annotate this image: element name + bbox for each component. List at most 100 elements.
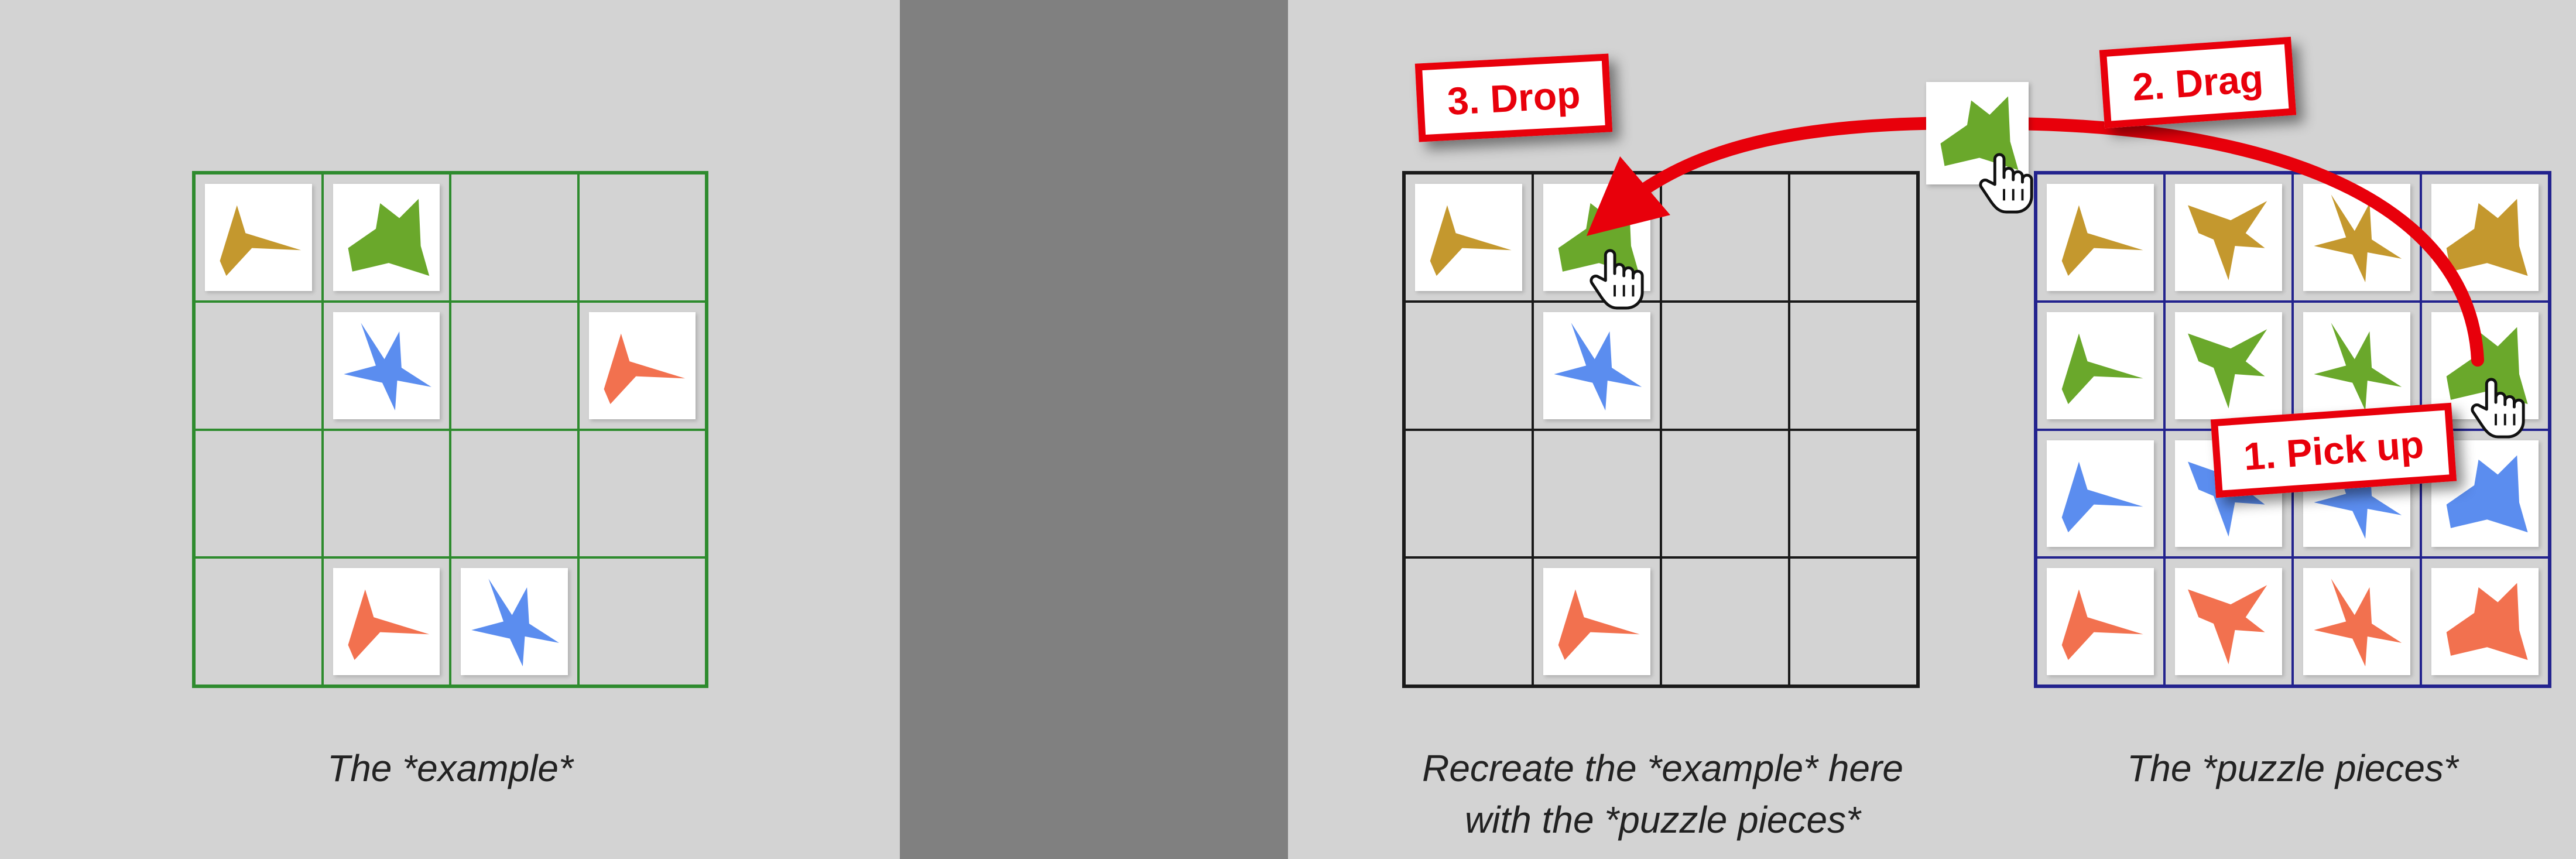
grid-cell[interactable] <box>2421 173 2549 302</box>
grid-cell[interactable] <box>2036 429 2164 558</box>
puzzle-piece-gold-branch[interactable] <box>2303 184 2410 291</box>
pieces-caption: The *puzzle pieces* <box>2127 747 2458 789</box>
green-blob-shape-icon <box>2446 327 2528 404</box>
gold-branch-shape-icon <box>2314 194 2402 283</box>
grid-cell[interactable] <box>322 557 450 686</box>
grid-cell[interactable] <box>578 301 706 430</box>
grid-cell[interactable] <box>1661 429 1789 558</box>
puzzle-piece-gold-arrow[interactable] <box>2047 184 2154 291</box>
workspace-grid[interactable] <box>1402 171 1920 688</box>
hand-pointer-icon <box>1587 246 1645 310</box>
gold-spiky-shape-icon <box>2188 201 2267 280</box>
grid-cell[interactable] <box>450 173 578 302</box>
grid-cell[interactable] <box>2164 557 2293 686</box>
grid-cell[interactable] <box>322 173 450 302</box>
orange-arrow-shape-icon <box>2061 589 2143 660</box>
grid-cell[interactable] <box>1405 173 1533 302</box>
puzzle-piece-orange-arrow[interactable] <box>2047 568 2154 675</box>
hand-pointer-icon <box>2468 375 2526 439</box>
grid-cell[interactable] <box>194 173 323 302</box>
puzzle-piece-blue-branch <box>333 312 440 419</box>
gold-arrow-shape-icon <box>220 205 302 276</box>
panel-divider <box>900 0 1288 859</box>
blue-branch-shape-icon <box>2314 450 2402 539</box>
grid-cell[interactable] <box>2036 173 2164 302</box>
puzzle-piece-blue-blob[interactable] <box>2431 440 2539 547</box>
step-drop-label: 3. Drop <box>1414 53 1613 142</box>
grid-cell[interactable] <box>1533 429 1661 558</box>
grid-cell[interactable] <box>1789 557 1917 686</box>
puzzle-piece-gold-arrow[interactable] <box>1415 184 1522 291</box>
gold-blob-shape-icon <box>2446 199 2528 276</box>
grid-cell[interactable] <box>1533 557 1661 686</box>
green-branch-shape-icon <box>2314 323 2402 410</box>
puzzle-piece-gold-spiky[interactable] <box>2175 184 2282 291</box>
grid-cell[interactable] <box>578 557 706 686</box>
puzzle-piece-green-spiky[interactable] <box>2175 312 2282 419</box>
orange-spiky-shape-icon <box>2188 585 2267 665</box>
grid-cell[interactable] <box>1405 429 1533 558</box>
grid-cell[interactable] <box>194 301 323 430</box>
step-pickup-label: 1. Pick up <box>2210 402 2457 498</box>
workspace-caption-line-1: Recreate the *example* here <box>1422 747 1903 789</box>
grid-cell[interactable] <box>2293 557 2421 686</box>
grid-cell[interactable] <box>2164 173 2293 302</box>
puzzle-piece-green-branch[interactable] <box>2303 312 2410 419</box>
workspace-caption: Recreate the *example* here with the *pu… <box>1364 742 1961 846</box>
example-grid <box>192 171 708 688</box>
workspace-caption-line-2: with the *puzzle pieces* <box>1465 799 1861 841</box>
puzzle-piece-blue-branch <box>461 568 568 675</box>
grid-cell[interactable] <box>1405 301 1533 430</box>
puzzle-piece-orange-blob[interactable] <box>2431 568 2539 675</box>
puzzle-piece-blue-branch[interactable] <box>1543 312 1650 419</box>
blue-branch-shape-icon <box>471 579 559 667</box>
puzzle-piece-orange-spiky[interactable] <box>2175 568 2282 675</box>
puzzle-piece-orange-arrow[interactable] <box>1543 568 1650 675</box>
grid-cell[interactable] <box>1789 429 1917 558</box>
dragged-piece[interactable] <box>1926 82 2029 184</box>
hand-pointer-icon <box>1976 150 2034 214</box>
grid-cell[interactable] <box>2421 429 2549 558</box>
grid-cell[interactable] <box>1533 301 1661 430</box>
blue-blob-shape-icon <box>2446 455 2528 532</box>
grid-cell[interactable] <box>1405 557 1533 686</box>
grid-cell[interactable] <box>450 301 578 430</box>
grid-cell[interactable] <box>2421 557 2549 686</box>
blue-branch-shape-icon <box>343 323 431 410</box>
orange-branch-shape-icon <box>2314 579 2402 667</box>
gold-arrow-shape-icon <box>2061 205 2143 276</box>
puzzle-piece-blue-arrow[interactable] <box>2047 440 2154 547</box>
orange-arrow-shape-icon <box>348 589 429 660</box>
grid-cell[interactable] <box>2164 301 2293 430</box>
green-spiky-shape-icon <box>2188 328 2267 409</box>
example-caption: The *example* <box>327 747 573 789</box>
grid-cell[interactable] <box>2036 301 2164 430</box>
grid-cell[interactable] <box>578 173 706 302</box>
blue-arrow-shape-icon <box>2061 461 2143 532</box>
grid-cell[interactable] <box>1661 557 1789 686</box>
grid-cell[interactable] <box>2036 557 2164 686</box>
puzzle-piece-green-blob <box>333 184 440 291</box>
grid-cell[interactable] <box>1661 173 1789 302</box>
grid-cell[interactable] <box>322 429 450 558</box>
grid-cell[interactable] <box>450 429 578 558</box>
puzzle-piece-orange-branch[interactable] <box>2303 568 2410 675</box>
orange-blob-shape-icon <box>2446 583 2528 660</box>
grid-cell[interactable] <box>578 429 706 558</box>
grid-cell[interactable] <box>1789 173 1917 302</box>
green-blob-shape-icon <box>348 199 429 276</box>
puzzle-piece-gold-blob[interactable] <box>2431 184 2539 291</box>
grid-cell[interactable] <box>1661 301 1789 430</box>
grid-cell[interactable] <box>2293 173 2421 302</box>
puzzle-piece-gold-arrow <box>205 184 312 291</box>
grid-cell[interactable] <box>450 557 578 686</box>
grid-cell[interactable] <box>322 301 450 430</box>
puzzle-piece-green-arrow[interactable] <box>2047 312 2154 419</box>
blue-branch-shape-icon <box>1554 323 1642 410</box>
grid-cell[interactable] <box>194 557 323 686</box>
orange-arrow-shape-icon <box>1558 589 1640 660</box>
grid-cell[interactable] <box>1789 301 1917 430</box>
green-arrow-shape-icon <box>2061 333 2143 404</box>
puzzle-piece-orange-arrow <box>333 568 440 675</box>
grid-cell[interactable] <box>194 429 323 558</box>
